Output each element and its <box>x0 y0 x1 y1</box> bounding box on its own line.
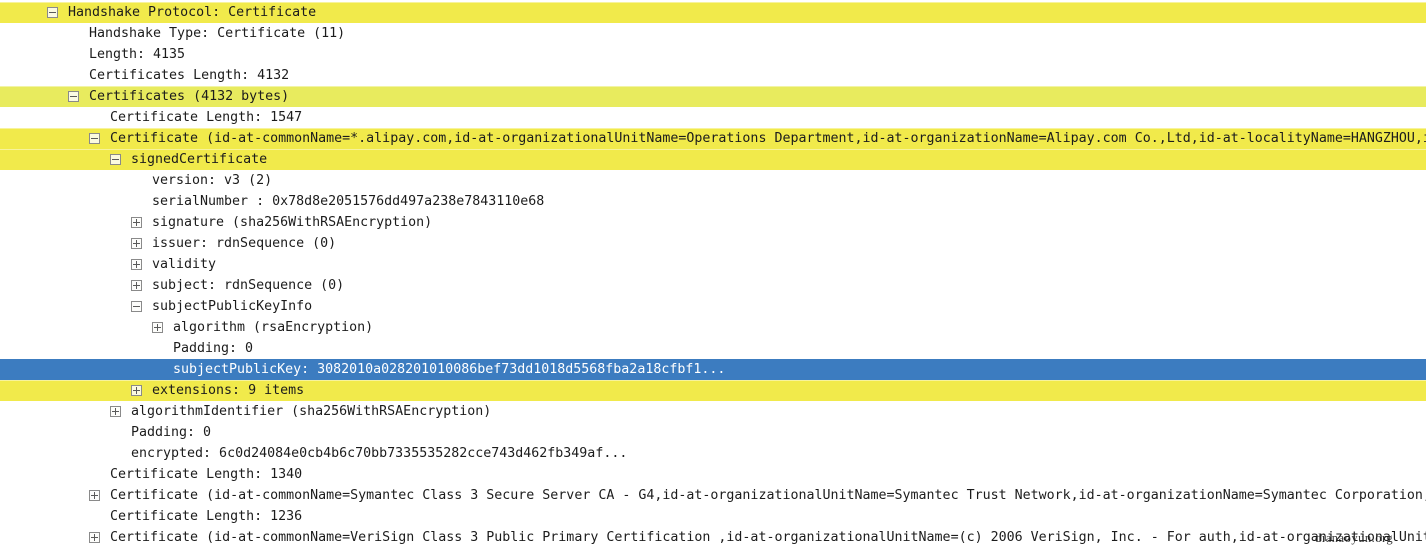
tree-row-label: signedCertificate <box>131 152 268 167</box>
tree-row-11[interactable]: issuer: rdnSequence (0) <box>0 233 1426 254</box>
tree-row-18[interactable]: extensions: 9 items <box>0 380 1426 401</box>
tree-row-25[interactable]: Certificate (id-at-commonName=VeriSign C… <box>0 527 1426 548</box>
tree-row-7[interactable]: signedCertificate <box>0 149 1426 170</box>
tree-row-label: issuer: rdnSequence (0) <box>152 236 337 251</box>
tree-row-17[interactable]: subjectPublicKey: 3082010a028201010086be… <box>0 359 1426 380</box>
expander-minus-icon[interactable] <box>89 133 100 144</box>
tree-row-21[interactable]: encrypted: 6c0d24084e0cb4b6c70bb73355352… <box>0 443 1426 464</box>
tree-row-label: Certificate Length: 1340 <box>110 467 303 482</box>
tree-row-label: algorithm (rsaEncryption) <box>173 320 374 335</box>
tree-row-label: Handshake Type: Certificate (11) <box>89 26 346 41</box>
tree-row-6[interactable]: Certificate (id-at-commonName=*.alipay.c… <box>0 128 1426 149</box>
tree-row-label: encrypted: 6c0d24084e0cb4b6c70bb73355352… <box>131 446 628 461</box>
expander-plus-icon[interactable] <box>110 406 121 417</box>
tree-row-label: subjectPublicKey: 3082010a028201010086be… <box>173 362 726 377</box>
tree-row-label: Padding: 0 <box>173 341 254 356</box>
expander-minus-icon[interactable] <box>110 154 121 165</box>
tree-row-8[interactable]: version: v3 (2) <box>0 170 1426 191</box>
expander-minus-icon[interactable] <box>68 91 79 102</box>
tree-row-13[interactable]: subject: rdnSequence (0) <box>0 275 1426 296</box>
tree-row-label: extensions: 9 items <box>152 383 305 398</box>
expander-plus-icon[interactable] <box>131 385 142 396</box>
tree-row-19[interactable]: algorithmIdentifier (sha256WithRSAEncryp… <box>0 401 1426 422</box>
expander-plus-icon[interactable] <box>131 238 142 249</box>
tree-row-label: Certificates Length: 4132 <box>89 68 290 83</box>
tree-row-label: algorithmIdentifier (sha256WithRSAEncryp… <box>131 404 492 419</box>
tree-row-5[interactable]: Certificate Length: 1547 <box>0 107 1426 128</box>
expander-plus-icon[interactable] <box>131 280 142 291</box>
expander-plus-icon[interactable] <box>131 217 142 228</box>
tree-row-1[interactable]: Handshake Type: Certificate (11) <box>0 23 1426 44</box>
tree-row-0[interactable]: Handshake Protocol: Certificate <box>0 2 1426 23</box>
tree-row-24[interactable]: Certificate Length: 1236 <box>0 506 1426 527</box>
tree-row-15[interactable]: algorithm (rsaEncryption) <box>0 317 1426 338</box>
expander-plus-icon[interactable] <box>89 490 100 501</box>
expander-plus-icon[interactable] <box>89 532 100 543</box>
expander-minus-icon[interactable] <box>131 301 142 312</box>
tree-row-4[interactable]: Certificates (4132 bytes) <box>0 86 1426 107</box>
tree-row-label: Certificate Length: 1547 <box>110 110 303 125</box>
tree-row-label: Certificate (id-at-commonName=VeriSign C… <box>110 530 1426 545</box>
tree-row-label: Certificates (4132 bytes) <box>89 89 290 104</box>
tree-row-9[interactable]: serialNumber : 0x78d8e2051576dd497a238e7… <box>0 191 1426 212</box>
tree-row-label: Length: 4135 <box>89 47 186 62</box>
tree-row-label: Certificate (id-at-commonName=Symantec C… <box>110 488 1426 503</box>
tree-row-12[interactable]: validity <box>0 254 1426 275</box>
tree-row-label: Certificate (id-at-commonName=*.alipay.c… <box>110 131 1426 146</box>
expander-plus-icon[interactable] <box>131 259 142 270</box>
tree-row-label: subject: rdnSequence (0) <box>152 278 345 293</box>
tree-row-label: Certificate Length: 1236 <box>110 509 303 524</box>
tree-row-label: Padding: 0 <box>131 425 212 440</box>
tree-row-23[interactable]: Certificate (id-at-commonName=Symantec C… <box>0 485 1426 506</box>
tree-row-2[interactable]: Length: 4135 <box>0 44 1426 65</box>
tree-row-label: serialNumber : 0x78d8e2051576dd497a238e7… <box>152 194 545 209</box>
tree-row-16[interactable]: Padding: 0 <box>0 338 1426 359</box>
tree-row-3[interactable]: Certificates Length: 4132 <box>0 65 1426 86</box>
tree-row-label: validity <box>152 257 217 272</box>
tree-row-label: signature (sha256WithRSAEncryption) <box>152 215 433 230</box>
tree-row-22[interactable]: Certificate Length: 1340 <box>0 464 1426 485</box>
expander-minus-icon[interactable] <box>47 7 58 18</box>
tree-row-14[interactable]: subjectPublicKeyInfo <box>0 296 1426 317</box>
tree-row-label: version: v3 (2) <box>152 173 273 188</box>
tree-row-label: Handshake Protocol: Certificate <box>68 5 317 20</box>
expander-plus-icon[interactable] <box>152 322 163 333</box>
tree-row-label: subjectPublicKeyInfo <box>152 299 313 314</box>
tree-row-20[interactable]: Padding: 0 <box>0 422 1426 443</box>
tree-row-10[interactable]: signature (sha256WithRSAEncryption) <box>0 212 1426 233</box>
